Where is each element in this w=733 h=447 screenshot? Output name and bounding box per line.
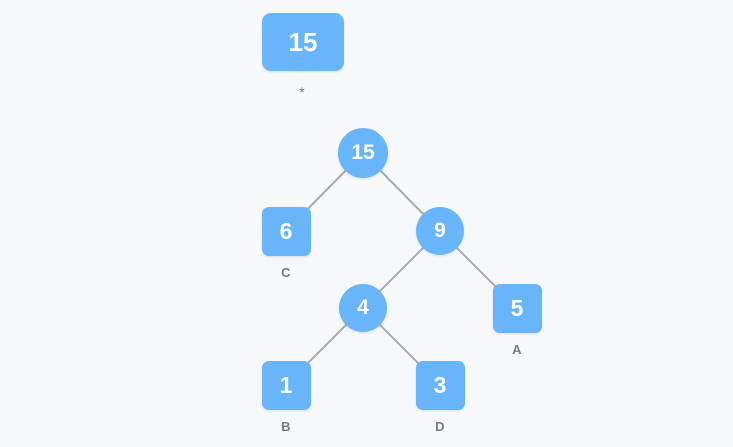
tree-node-5[interactable]: 5 <box>492 283 542 333</box>
leaf-label-D: D <box>435 418 445 434</box>
tree-node-9[interactable]: 9 <box>416 207 464 255</box>
tree-node-4[interactable]: 4 <box>339 284 387 332</box>
tree-node-3[interactable]: 3 <box>415 360 465 410</box>
leaf-label-C: C <box>281 264 291 280</box>
staged-node-marker-asterisk-icon: * <box>299 84 305 100</box>
tree-node-15[interactable]: 15 <box>338 128 388 178</box>
leaf-label-A: A <box>512 341 522 357</box>
leaf-label-B: B <box>281 418 291 434</box>
tree-node-6[interactable]: 6 <box>261 206 311 256</box>
staged-node-15[interactable]: 15 <box>262 13 344 71</box>
tree-node-1[interactable]: 1 <box>261 360 311 410</box>
